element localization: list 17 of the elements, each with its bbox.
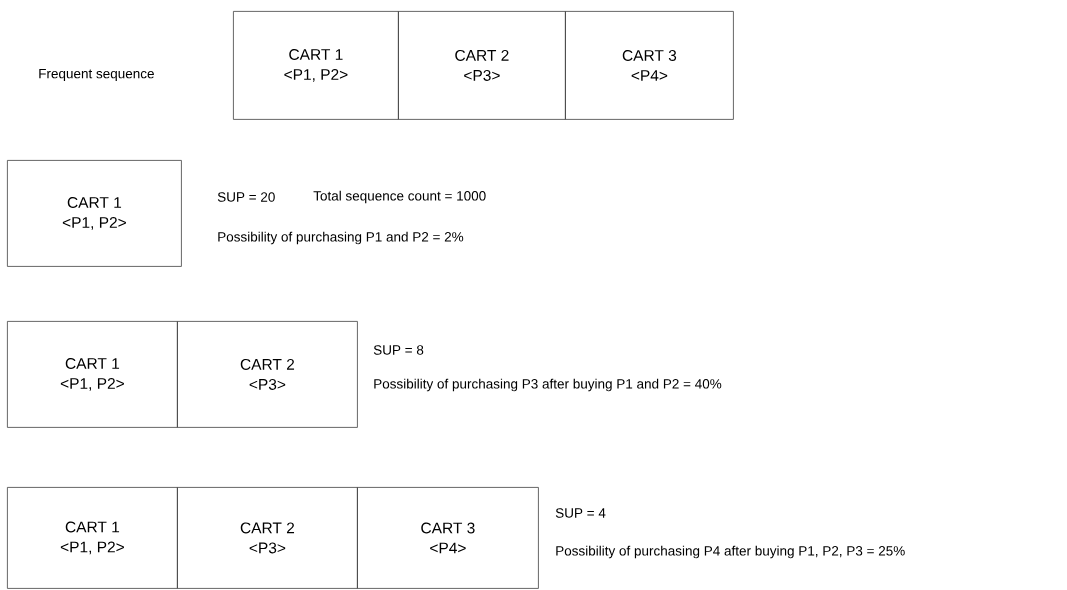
cart-cell: CART 3 <P4>	[357, 487, 539, 589]
annotation-text: Possibility of purchasing P1 and P2 = 2%	[218, 231, 464, 245]
annotation-text: Possibility of purchasing P3 after buying P1 and P2 = 40%	[374, 378, 722, 392]
annotation-text: Possibility of purchasing P4 after buying P1, P2, P3 = 25%	[556, 545, 905, 559]
cart-cell: CART 1 <P1, P2>	[7, 160, 182, 267]
cart-cell: CART 2 <P3>	[177, 487, 358, 589]
annotation-text: Frequent sequence	[39, 68, 154, 82]
annotation-text: Total sequence count = 1000	[313, 190, 486, 204]
cart-cell: CART 2 <P3>	[177, 321, 358, 428]
annotation-text: SUP = 20	[217, 192, 275, 202]
annotation-text: SUP = 8	[373, 345, 424, 355]
annotation-text: SUP = 4	[555, 508, 606, 518]
cart-cell: CART 3 <P4>	[565, 11, 734, 120]
cart-cell: CART 1 <P1, P2>	[233, 11, 399, 120]
cart-cell: CART 1 <P1, P2>	[7, 487, 178, 589]
cart-cell: CART 2 <P3>	[398, 11, 566, 120]
cart-cell: CART 1 <P1, P2>	[7, 321, 178, 428]
